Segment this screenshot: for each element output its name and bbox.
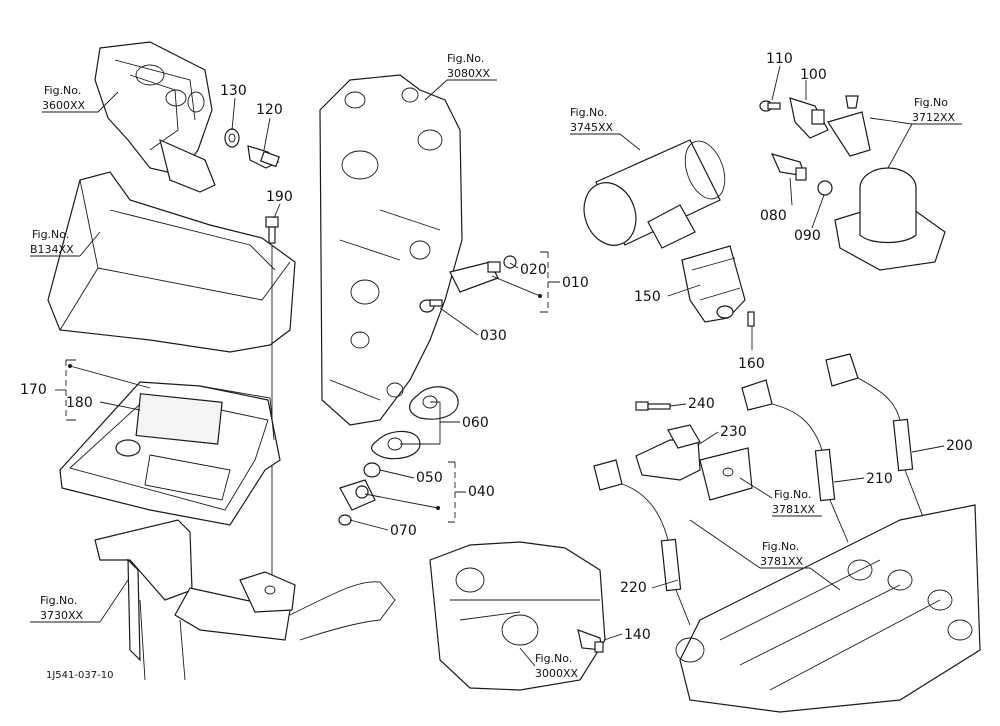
fig-ref-3080-line2: 3080XX bbox=[447, 67, 491, 80]
callout-040: 040 bbox=[468, 484, 495, 500]
sensor-080 bbox=[770, 153, 807, 181]
maf-sensor-150 bbox=[681, 245, 746, 323]
callout-160: 160 bbox=[738, 356, 765, 372]
fig-ref-3781-a-line2: 3781XX bbox=[772, 503, 816, 516]
callout-070: 070 bbox=[390, 523, 417, 539]
fig-ref-3745-line1: Fig.No. bbox=[570, 106, 607, 119]
glow-plug-200 bbox=[825, 353, 926, 523]
callout-120: 120 bbox=[256, 102, 283, 118]
callout-220: 220 bbox=[620, 580, 647, 596]
map-sensor-230 bbox=[635, 424, 701, 481]
ecu-unit bbox=[59, 381, 281, 526]
callout-060: 060 bbox=[462, 415, 489, 431]
callout-020: 020 bbox=[520, 262, 547, 278]
callout-090: 090 bbox=[794, 228, 821, 244]
oil-pressure-switch-140 bbox=[577, 629, 604, 653]
ecu-cover bbox=[47, 171, 296, 353]
callout-130: 130 bbox=[220, 83, 247, 99]
temperature-sensor-120 bbox=[247, 145, 280, 169]
figure-reference-labels: Fig.No. 3600XX Fig.No. 3080XX Fig.No. 37… bbox=[30, 52, 956, 680]
fig-ref-b134-line2: B134XX bbox=[30, 243, 74, 256]
screw-110 bbox=[759, 100, 781, 112]
glow-plug-220 bbox=[593, 459, 691, 626]
screw-160 bbox=[747, 311, 755, 327]
callout-150: 150 bbox=[634, 289, 661, 305]
callout-180: 180 bbox=[66, 395, 93, 411]
engine-block-lower bbox=[429, 541, 606, 691]
washer-130 bbox=[224, 128, 240, 148]
ecu-bracket bbox=[94, 519, 396, 681]
gasket-060 bbox=[370, 386, 459, 460]
fig-ref-b134-line1: Fig.No. bbox=[32, 228, 69, 241]
part-callout-labels: 010 020 030 040 050 060 070 080 090 100 … bbox=[20, 51, 973, 643]
fig-ref-3781-b-line1: Fig.No. bbox=[762, 540, 799, 553]
fig-ref-3781-a-line1: Fig.No. bbox=[774, 488, 811, 501]
callout-240: 240 bbox=[688, 396, 715, 412]
sensor-100 bbox=[789, 97, 829, 139]
callout-190: 190 bbox=[266, 189, 293, 205]
fig-ref-3745-line2: 3745XX bbox=[570, 121, 614, 134]
fig-ref-3000-line1: Fig.No. bbox=[535, 652, 572, 665]
intake-duct bbox=[583, 139, 726, 249]
bolt-030 bbox=[419, 299, 443, 313]
callout-170: 170 bbox=[20, 382, 47, 398]
fig-ref-3080-line1: Fig.No. bbox=[447, 52, 484, 65]
o-ring-090 bbox=[817, 180, 833, 196]
speed-sensor-010 bbox=[449, 255, 517, 293]
fig-ref-3730-line1: Fig.No. bbox=[40, 594, 77, 607]
throttle-body bbox=[827, 95, 946, 271]
callout-200: 200 bbox=[946, 438, 973, 454]
callout-210: 210 bbox=[866, 471, 893, 487]
callout-100: 100 bbox=[800, 67, 827, 83]
o-ring-050 bbox=[363, 462, 381, 478]
water-flange-assembly bbox=[94, 41, 216, 193]
callout-010: 010 bbox=[562, 275, 589, 291]
fig-ref-3000-line2: 3000XX bbox=[535, 667, 579, 680]
fig-ref-3600-line1: Fig.No. bbox=[44, 84, 81, 97]
callout-110: 110 bbox=[766, 51, 793, 67]
leader-lines bbox=[30, 65, 962, 667]
sensor-040 bbox=[338, 479, 376, 526]
drawing-id: 1J541-037-10 bbox=[46, 670, 113, 681]
callout-030: 030 bbox=[480, 328, 507, 344]
engine-block-rear bbox=[319, 74, 463, 426]
fig-ref-3712-line1: Fig.No bbox=[914, 96, 948, 109]
callout-140: 140 bbox=[624, 627, 651, 643]
callout-080: 080 bbox=[760, 208, 787, 224]
glow-plug-210 bbox=[741, 379, 849, 543]
fig-ref-3600-line2: 3600XX bbox=[42, 99, 86, 112]
fig-ref-3730-line2: 3730XX bbox=[40, 609, 84, 622]
callout-230: 230 bbox=[720, 424, 747, 440]
bracket-3781 bbox=[699, 447, 753, 501]
fig-ref-3781-b-line2: 3781XX bbox=[760, 555, 804, 568]
callout-050: 050 bbox=[416, 470, 443, 486]
bolt-190 bbox=[265, 216, 279, 575]
sensor-240 bbox=[635, 401, 671, 411]
cylinder-head bbox=[675, 504, 981, 713]
fig-ref-3712-line2: 3712XX bbox=[912, 111, 956, 124]
